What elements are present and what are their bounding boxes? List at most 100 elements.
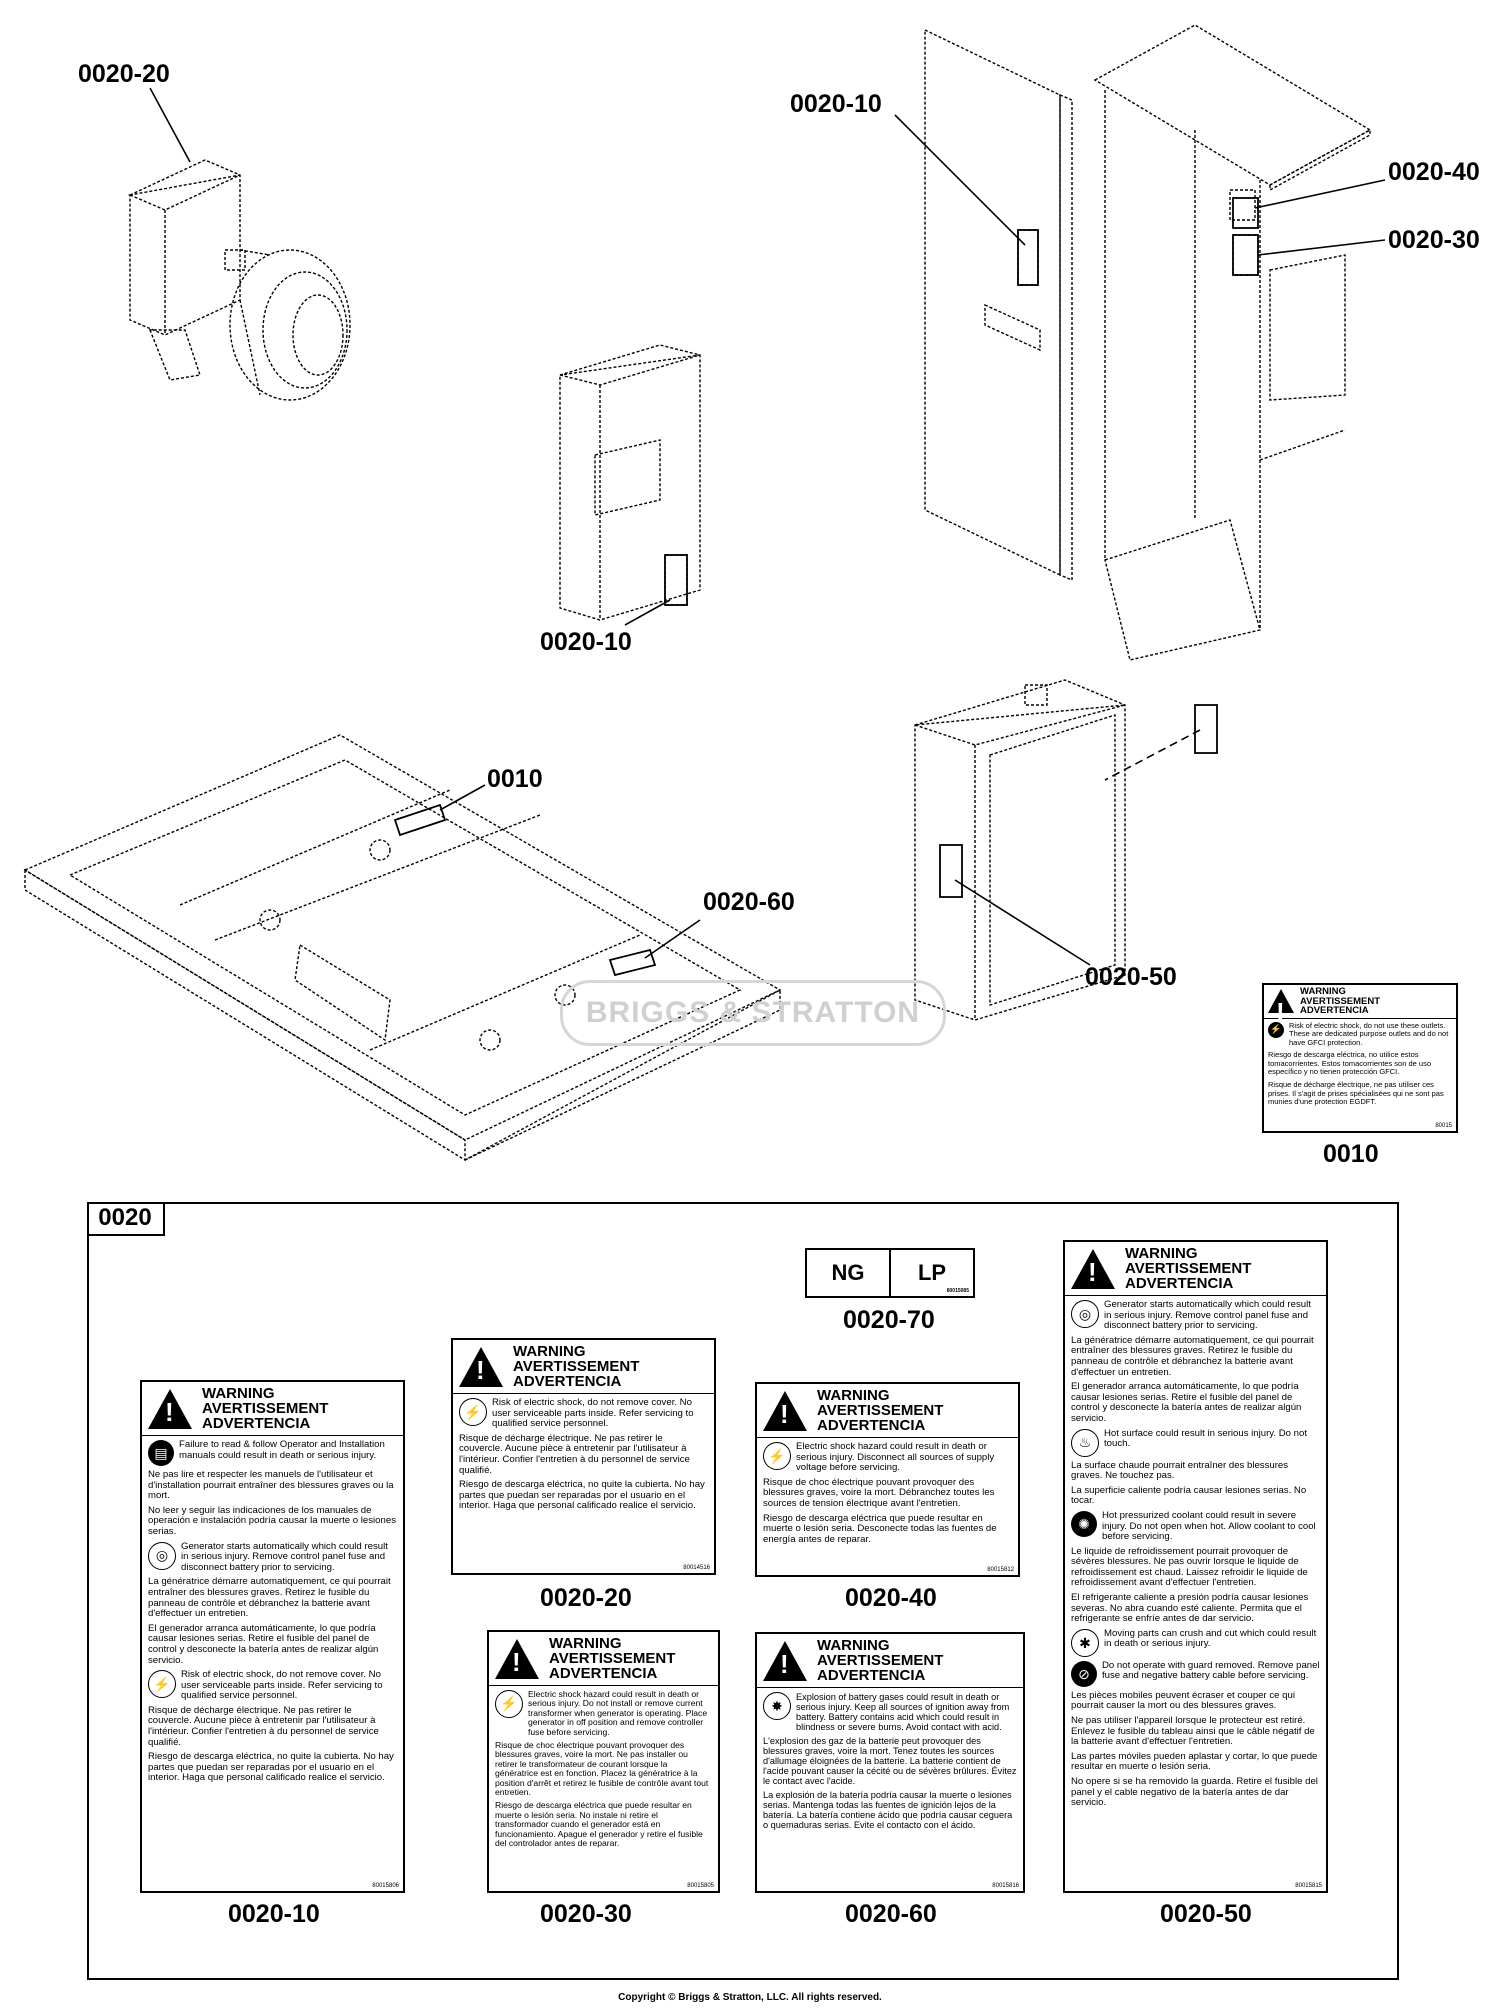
warning-triangle-icon <box>459 1346 503 1387</box>
part-number: 80015085 <box>946 1288 969 1294</box>
caption-0010: 0010 <box>1323 1140 1379 1168</box>
caption-0020-20: 0020-20 <box>540 1584 632 1612</box>
decal-marker-frame-outlet <box>393 803 447 837</box>
text-p3: Riesgo de descarga eléctrica que puede r… <box>763 1512 997 1545</box>
heading-advertencia: ADVERTENCIA <box>1300 1005 1369 1016</box>
heading-warning: WARNING <box>817 1637 890 1654</box>
decal-0020-20[interactable]: WARNING AVERTISSEMENT ADVERTENCIA ⚡Risk … <box>451 1338 716 1575</box>
text-p4: Hot surface could result in serious inju… <box>1104 1427 1307 1450</box>
electric-shock-icon: ⚡ <box>495 1690 523 1718</box>
text-p9: Riesgo de descarga eléctrica, no quite l… <box>148 1751 394 1784</box>
part-number: 80015815 <box>1295 1883 1322 1889</box>
decal-0020-50[interactable]: WARNING AVERTISSEMENT ADVERTENCIA ◎Gener… <box>1063 1240 1328 1893</box>
decal-marker-control-box <box>664 554 688 606</box>
caption-0020-50: 0020-50 <box>1160 1900 1252 1928</box>
callout-0020-60[interactable]: 0020-60 <box>703 888 795 916</box>
base-frame-drawing <box>23 734 782 1162</box>
leader-0020-10-top <box>894 114 1026 246</box>
heading-advertencia: ADVERTENCIA <box>817 1417 926 1434</box>
part-number: 80015805 <box>687 1883 714 1889</box>
copyright-notice: Copyright © Briggs & Stratton, LLC. All … <box>618 1992 882 2003</box>
heading-advertencia: ADVERTENCIA <box>1125 1275 1234 1292</box>
heading-advertencia: ADVERTENCIA <box>202 1415 311 1432</box>
caption-0020-30: 0020-30 <box>540 1900 632 1928</box>
decal-0010[interactable]: WARNING AVERTISSEMENT ADVERTENCIA ⚡ Risk… <box>1262 983 1458 1133</box>
electric-shock-icon: ⚡ <box>459 1398 487 1426</box>
electric-shock-icon: ⚡ <box>148 1670 176 1699</box>
callout-0020-30[interactable]: 0020-30 <box>1388 226 1480 254</box>
warning-triangle-icon <box>148 1388 192 1429</box>
callout-0010[interactable]: 0010 <box>487 765 543 793</box>
leader-0020-20 <box>149 87 191 163</box>
text-p6: El generador arranca automáticamente, lo… <box>148 1622 379 1666</box>
text-p7: Risk of electric shock, do not remove co… <box>181 1669 383 1702</box>
heading-warning: WARNING <box>549 1635 622 1652</box>
part-number: 80015806 <box>372 1883 399 1889</box>
decal-0020-40[interactable]: WARNING AVERTISSEMENT ADVERTENCIA ⚡Elect… <box>755 1382 1020 1577</box>
lp-cell: LP 80015085 <box>889 1250 973 1296</box>
hot-surface-icon: ♨ <box>1071 1428 1099 1457</box>
text-fr: Risque de décharge électrique, ne pas ut… <box>1268 1080 1444 1107</box>
text-p8: Le liquide de refroidissement pourrait p… <box>1071 1545 1308 1589</box>
decal-kit-frame <box>87 1202 1399 1980</box>
callout-0020-40[interactable]: 0020-40 <box>1388 158 1480 186</box>
watermark: BRIGGS & STRATTON <box>560 980 946 1046</box>
heading-avertissement: AVERTISSEMENT <box>202 1400 329 1417</box>
radiator-drawing <box>914 679 1126 1021</box>
leader-0020-40 <box>1254 179 1386 209</box>
text-p14: Las partes móviles pueden aplastar y cor… <box>1071 1750 1318 1773</box>
text-p2: La génératrice démarre automatiquement, … <box>1071 1334 1314 1378</box>
decal-marker-radiator-side <box>1194 704 1218 754</box>
text-en: Risk of electric shock, do not use these… <box>1289 1020 1449 1047</box>
decal-marker-cabinet-lower <box>1232 234 1259 276</box>
callout-0020-10-top[interactable]: 0020-10 <box>790 90 882 118</box>
text-p3: Riesgo de descarga eléctrica, no quite l… <box>459 1479 705 1512</box>
callout-0020-10-mid[interactable]: 0020-10 <box>540 628 632 656</box>
heading-avertissement: AVERTISSEMENT <box>513 1358 640 1375</box>
part-number: 80015 <box>1435 1123 1452 1129</box>
heading-warning: WARNING <box>202 1385 275 1402</box>
text-p1: Electric shock hazard could result in de… <box>528 1689 708 1737</box>
text-p15: No opere si se ha removido la guarda. Re… <box>1071 1776 1318 1809</box>
warning-triangle-icon <box>1268 989 1294 1028</box>
text-p2: Risque de choc électrique pouvant provoq… <box>495 1740 709 1798</box>
leader-0020-50 <box>954 879 1091 966</box>
text-p3: La explosión de la batería podría causar… <box>763 1790 1013 1830</box>
text-p12: Les pièces mobiles peuvent écraser et co… <box>1071 1689 1295 1712</box>
caption-0020-70: 0020-70 <box>843 1306 935 1334</box>
electric-shock-icon: ⚡ <box>763 1442 791 1470</box>
text-p13: Ne pas utiliser l'appareil lorsque le pr… <box>1071 1715 1315 1748</box>
callout-0020-20[interactable]: 0020-20 <box>78 60 170 88</box>
caption-0020-60: 0020-60 <box>845 1900 937 1928</box>
heading-avertissement: AVERTISSEMENT <box>817 1652 944 1669</box>
leader-0020-50-dashed <box>1104 729 1201 781</box>
heading-warning: WARNING <box>1125 1245 1198 1262</box>
text-p10: Moving parts can crush and cut which cou… <box>1104 1627 1317 1650</box>
heading-warning: WARNING <box>513 1343 586 1360</box>
moving-parts-icon: ✱ <box>1071 1628 1099 1657</box>
text-p3: El generador arranca automáticamente, lo… <box>1071 1381 1302 1424</box>
leader-0020-30 <box>1257 239 1386 256</box>
part-number: 80014516 <box>683 1565 710 1571</box>
leader-0010 <box>439 784 486 811</box>
auto-start-icon: ◎ <box>148 1541 176 1570</box>
heading-advertencia: ADVERTENCIA <box>817 1667 926 1684</box>
read-manual-icon: ▤ <box>148 1440 174 1466</box>
alternator-drawing <box>127 159 351 401</box>
decal-0020-30[interactable]: WARNING AVERTISSEMENT ADVERTENCIA ⚡Elect… <box>487 1630 720 1893</box>
text-p4: Generator starts automatically which cou… <box>181 1540 388 1573</box>
fuel-type-decal[interactable]: NG LP 80015085 <box>805 1248 975 1298</box>
callout-0020-50[interactable]: 0020-50 <box>1085 963 1177 991</box>
text-p3: No leer y seguir las indicaciones de los… <box>148 1504 396 1537</box>
text-p7: Hot pressurized coolant could result in … <box>1102 1509 1316 1543</box>
decal-0020-60[interactable]: WARNING AVERTISSEMENT ADVERTENCIA ✸Explo… <box>755 1632 1025 1893</box>
heading-avertissement: AVERTISSEMENT <box>1125 1260 1252 1277</box>
part-number: 80015812 <box>987 1567 1014 1573</box>
text-p2: Risque de choc électrique pouvant provoq… <box>763 1476 995 1509</box>
decal-0020-10[interactable]: WARNING AVERTISSEMENT ADVERTENCIA ▤Failu… <box>140 1380 405 1893</box>
text-p1: Risk of electric shock, do not remove co… <box>492 1397 694 1430</box>
control-box-drawing <box>559 344 701 621</box>
text-p5: La génératrice démarre automatiquement, … <box>148 1576 391 1620</box>
ng-cell: NG <box>831 1260 865 1285</box>
